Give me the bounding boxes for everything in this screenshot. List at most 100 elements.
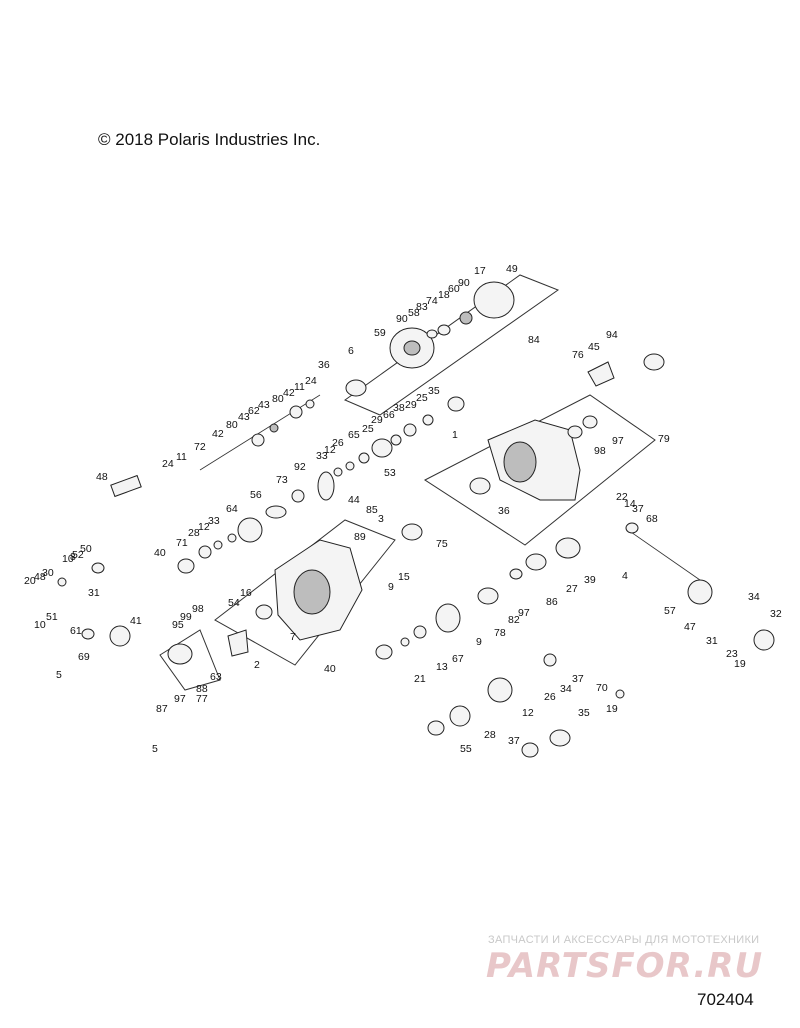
- callout-label: 97: [174, 693, 186, 705]
- callout-label: 83: [416, 301, 428, 313]
- callout-label: 1: [452, 429, 458, 441]
- callout-label: 56: [250, 489, 262, 501]
- ring-28: [213, 540, 223, 550]
- callout-label: 12: [198, 521, 210, 533]
- callout-label: 79: [658, 433, 670, 445]
- callout-label: 92: [294, 461, 306, 473]
- sensor-94: [643, 353, 665, 371]
- plate-75: [401, 523, 423, 541]
- callout-label: 18: [438, 289, 450, 301]
- sensor-assembly: [587, 353, 665, 387]
- callout-label: 23: [726, 648, 738, 660]
- callout-label: 98: [192, 603, 204, 615]
- clip-24: [305, 399, 315, 409]
- callout-label: 38: [393, 402, 405, 414]
- callout-label: 78: [494, 627, 506, 639]
- ring-19: [615, 689, 625, 699]
- gear-78: [555, 537, 581, 559]
- callout-label: 35: [578, 707, 590, 719]
- callout-label: 19: [734, 658, 746, 670]
- callout-label: 22: [616, 491, 628, 503]
- callout-label: 54: [228, 597, 240, 609]
- callout-label: 45: [588, 341, 600, 353]
- rear-case-bore: [503, 441, 537, 483]
- callout-label: 70: [596, 682, 608, 694]
- seal-39: [525, 553, 547, 571]
- callout-label: 26: [544, 691, 556, 703]
- ring-26: [358, 452, 370, 464]
- callout-label: 80: [272, 393, 284, 405]
- callout-label: 30: [42, 567, 54, 579]
- callout-label: 62: [248, 405, 260, 417]
- callout-label: 2: [254, 659, 260, 671]
- callout-label: 5: [152, 743, 158, 755]
- bearing-40: [177, 558, 195, 574]
- rear-case-79: [469, 415, 598, 501]
- callout-label: 27: [566, 583, 578, 595]
- callout-label: 90: [458, 277, 470, 289]
- callout-label: 19: [606, 703, 618, 715]
- callout-label: 16: [240, 587, 252, 599]
- ring-13: [413, 625, 427, 639]
- callout-label: 11: [294, 381, 305, 393]
- callout-label: 90: [396, 313, 408, 325]
- callout-label: 21: [414, 673, 426, 685]
- callout-label: 75: [436, 538, 448, 550]
- shift-fork-assembly: [199, 394, 321, 471]
- mount-63: [167, 643, 193, 665]
- callout-label: 42: [283, 387, 295, 399]
- seal-37-lower: [427, 720, 445, 736]
- gear-59-hub: [403, 340, 421, 356]
- ring-29: [422, 414, 434, 426]
- upper-gear-stack: [345, 281, 515, 397]
- mount-assembly: [167, 629, 249, 665]
- gear-50: [91, 562, 105, 574]
- ring-21: [400, 637, 410, 647]
- callout-label: 94: [606, 329, 618, 341]
- callout-label: 64: [226, 503, 238, 515]
- bearing-40-lower: [521, 742, 539, 758]
- callout-label: 71: [176, 537, 188, 549]
- callout-label: 24: [162, 458, 174, 470]
- seal-16: [255, 604, 273, 620]
- callout-label: 32: [770, 608, 782, 620]
- ring-66: [390, 434, 402, 446]
- callout-label: 9: [476, 636, 482, 648]
- ring-12: [345, 461, 355, 471]
- callout-label: 98: [594, 445, 606, 457]
- bearing-98: [567, 425, 583, 439]
- output-shaft-group: [477, 522, 775, 651]
- callout-label: 80: [226, 419, 238, 431]
- gear-70: [487, 677, 513, 703]
- callout-label: 49: [506, 263, 518, 275]
- shift-drum-group: [57, 474, 142, 647]
- chain-92: [317, 471, 335, 501]
- callout-label: 42: [212, 428, 224, 440]
- shift-drum-48: [110, 474, 142, 498]
- callout-label: 97: [612, 435, 624, 447]
- bearing-60: [459, 311, 473, 325]
- callout-label: 40: [154, 547, 166, 559]
- callout-label: 74: [426, 295, 438, 307]
- callout-label: 31: [88, 587, 100, 599]
- callout-label: 35: [428, 385, 440, 397]
- callout-label: 39: [584, 574, 596, 586]
- plate-86: [477, 587, 499, 605]
- callout-labels: 17 49 90 60 18 74 83 58 90 59 84 6 36 24…: [24, 263, 782, 755]
- callout-label: 14: [624, 498, 636, 510]
- callout-label: 48: [34, 571, 46, 583]
- seal-36: [345, 379, 367, 397]
- bearing-34: [543, 653, 557, 667]
- callout-label: 97: [518, 607, 530, 619]
- callout-label: 24: [305, 375, 317, 387]
- gear-55: [449, 705, 471, 727]
- plate-89: [109, 625, 131, 647]
- ring-73: [291, 489, 305, 503]
- callout-label: 60: [448, 283, 460, 295]
- lower-gear-train: [375, 603, 625, 758]
- callout-label: 31: [706, 635, 718, 647]
- callout-label: 51: [46, 611, 58, 623]
- callout-label: 37: [572, 673, 584, 685]
